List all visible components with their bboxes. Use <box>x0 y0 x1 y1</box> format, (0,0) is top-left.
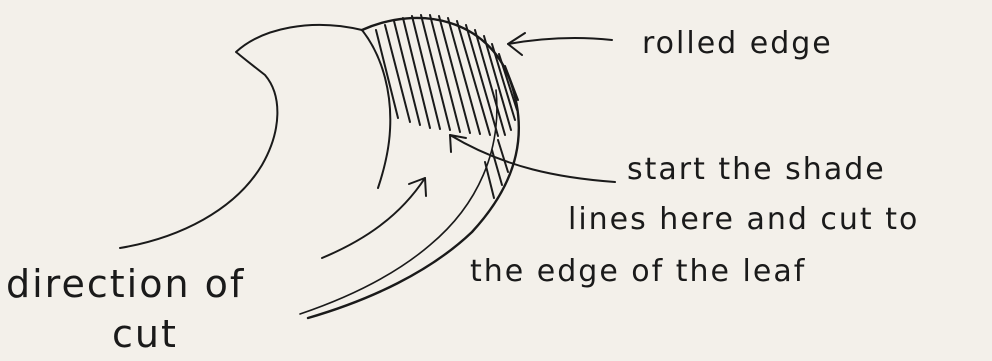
label-rolled-edge: rolled edge <box>642 26 833 61</box>
label-start-shade-line1: start the shade <box>627 152 886 187</box>
leaf-cut-edge <box>362 30 390 188</box>
rolled-edge-arrow <box>508 33 612 55</box>
start-shade-arrow <box>450 135 615 182</box>
shade-lines <box>376 15 518 198</box>
label-direction-line1: direction of <box>6 262 245 306</box>
label-start-shade-line3: the edge of the leaf <box>470 254 806 289</box>
label-start-shade-line2: lines here and cut to <box>568 202 919 237</box>
label-direction-line2: cut <box>112 312 178 356</box>
leaf-left-outline <box>120 25 362 248</box>
direction-of-cut-arrow <box>322 178 426 258</box>
